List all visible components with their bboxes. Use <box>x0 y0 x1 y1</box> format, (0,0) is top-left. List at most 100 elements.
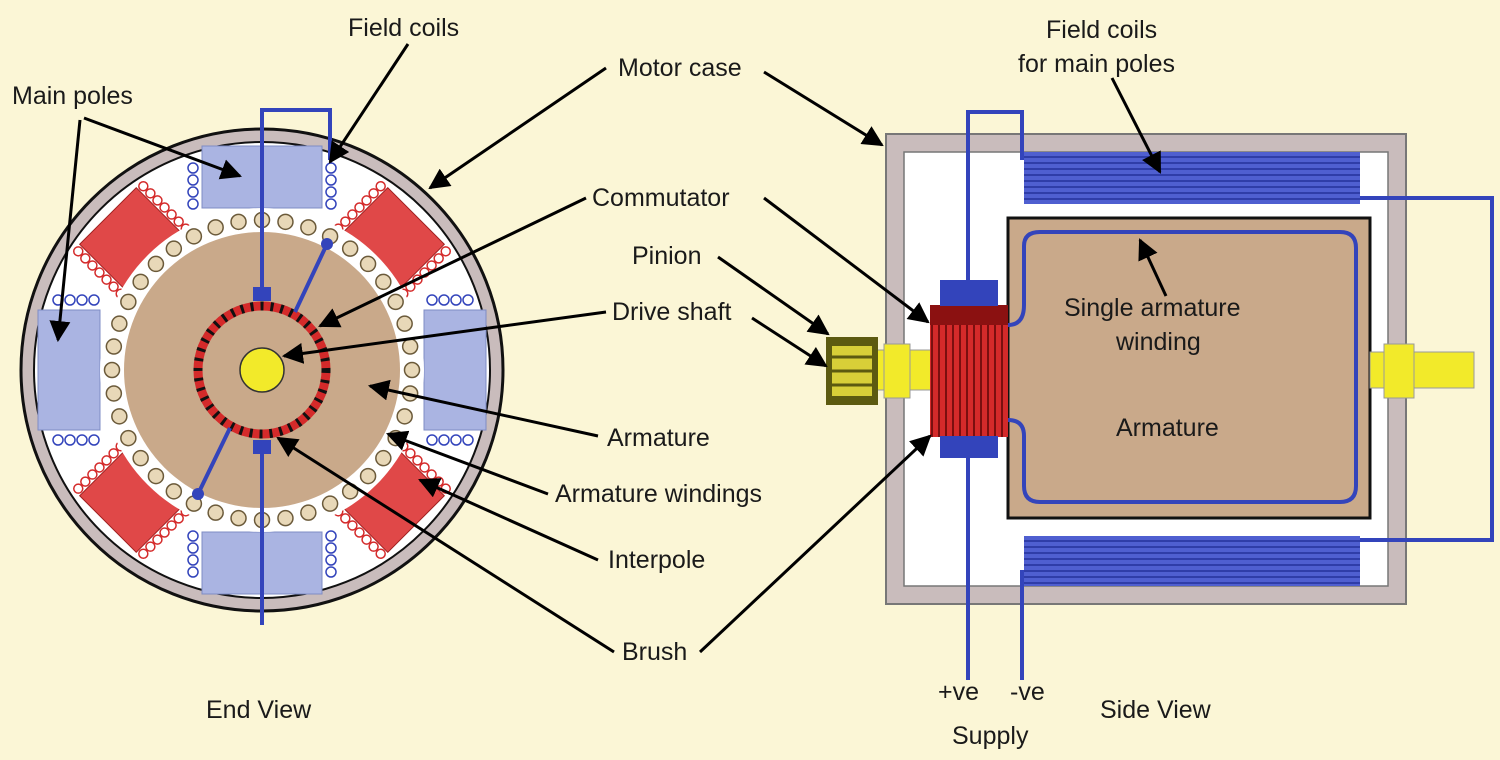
label-plus-ve: +ve <box>938 678 979 706</box>
armature-winding-loop <box>1007 230 1358 504</box>
interpole-bead <box>354 202 365 213</box>
armature-winding-conductor <box>207 504 224 521</box>
armature-winding-conductor <box>165 483 183 500</box>
field-coils-top-side <box>1024 152 1360 204</box>
interpole-bead <box>138 181 149 192</box>
field-wire-end <box>260 108 332 290</box>
label-end-view: End View <box>206 696 312 724</box>
armature-winding-conductor <box>341 240 359 257</box>
interpole-bead <box>173 513 184 524</box>
field-coil-dot <box>438 434 450 446</box>
label-armature-side: Armature <box>1116 414 1219 442</box>
armature-winding-conductor <box>396 408 413 425</box>
armature-winding-conductor <box>111 315 128 332</box>
interpole-bead <box>368 541 379 552</box>
interpole-bead <box>347 209 358 220</box>
interpole-bead <box>94 267 105 278</box>
armature-winding-conductor <box>375 273 392 291</box>
armature-winding-conductor <box>105 385 123 402</box>
label-single-winding-2: winding <box>1115 328 1201 356</box>
armature-winding-conductor <box>403 361 421 379</box>
end-view <box>19 108 505 625</box>
armature-winding-conductor <box>375 449 392 467</box>
field-coil-dot <box>325 554 337 566</box>
field-coil-dot <box>187 186 199 198</box>
field-coil-dot <box>325 530 337 542</box>
field-coil-dot <box>325 162 337 174</box>
interpole-bead <box>340 513 351 524</box>
field-coil-dot <box>187 530 199 542</box>
field-coil-dot <box>325 542 337 554</box>
field-coil-dot <box>325 174 337 186</box>
field-coil-dot <box>187 554 199 566</box>
field-coil-dot <box>426 434 438 446</box>
side-view <box>826 110 1494 680</box>
interpole-bead <box>80 253 91 264</box>
field-coil-dot <box>187 542 199 554</box>
interpole-wire-b <box>196 427 232 495</box>
armature-winding-conductor <box>277 509 294 527</box>
interpole-bead <box>419 462 430 473</box>
armature-winding-conductor <box>105 338 123 355</box>
interpole-bead <box>145 541 156 552</box>
brush-side-bottom <box>940 436 998 458</box>
brush-side-top <box>940 280 998 306</box>
interpole-bead <box>101 274 112 285</box>
label-field-coils-main-2: for main poles <box>1018 50 1175 78</box>
interpole-bead <box>80 476 91 487</box>
interpoles <box>78 186 446 554</box>
brush-bottom <box>253 440 271 454</box>
armature-winding-conductor <box>132 449 149 467</box>
label-brush: Brush <box>622 638 687 666</box>
label-field-coils-main-1: Field coils <box>1046 16 1157 44</box>
interpole-bead <box>152 195 163 206</box>
armature-winding-conductor <box>111 408 128 425</box>
interpole-bead <box>138 548 149 559</box>
label-pinion: Pinion <box>632 242 702 270</box>
interpole-bead <box>361 195 372 206</box>
armature-winding-conductor <box>359 255 377 273</box>
interpole-bead <box>73 246 84 257</box>
brush-top <box>253 287 271 301</box>
interpole-bead <box>426 469 437 480</box>
field-coil-dot <box>64 434 76 446</box>
supply-positive-wire <box>966 110 1024 280</box>
interpole-bead <box>87 260 98 271</box>
label-single-winding-1: Single armature <box>1064 294 1240 322</box>
field-coil-dot <box>462 434 474 446</box>
label-drive-shaft: Drive shaft <box>612 298 732 326</box>
field-coil-dot <box>88 294 100 306</box>
armature-winding-conductor <box>165 240 183 257</box>
label-side-view: Side View <box>1100 696 1212 724</box>
armature-winding-conductor <box>401 338 419 355</box>
armature-winding-conductor <box>359 467 377 485</box>
armature-winding-conductor <box>132 273 149 291</box>
field-coil-dot <box>64 294 76 306</box>
interpole-bead <box>412 455 423 466</box>
field-coil-dot <box>325 186 337 198</box>
interpole-bead <box>405 448 416 459</box>
field-coil-dot <box>187 198 199 210</box>
field-return-wire <box>1360 196 1494 542</box>
interpole-bead <box>108 448 119 459</box>
label-armature-windings: Armature windings <box>555 480 762 508</box>
label-field-coils: Field coils <box>348 14 459 42</box>
interpole-bead <box>426 260 437 271</box>
leader-lines <box>49 43 1168 654</box>
drive-shaft-end <box>239 347 285 393</box>
field-coil-dot <box>450 294 462 306</box>
field-coil-dot <box>187 566 199 578</box>
field-coil-dot <box>462 294 474 306</box>
interpole-bead <box>173 216 184 227</box>
interpole-bead <box>433 476 444 487</box>
armature-winding-conductor <box>207 219 224 236</box>
interpole-wire-a <box>293 243 329 313</box>
interpole-bead <box>375 181 386 192</box>
interpole-bead <box>375 548 386 559</box>
labels: Field coils Main poles Motor case Commut… <box>12 14 1240 750</box>
interpole-bead <box>440 246 451 257</box>
field-coil-dot <box>187 162 199 174</box>
field-coil-dot <box>76 434 88 446</box>
field-coil-dot <box>187 174 199 186</box>
interpole-bead <box>361 534 372 545</box>
